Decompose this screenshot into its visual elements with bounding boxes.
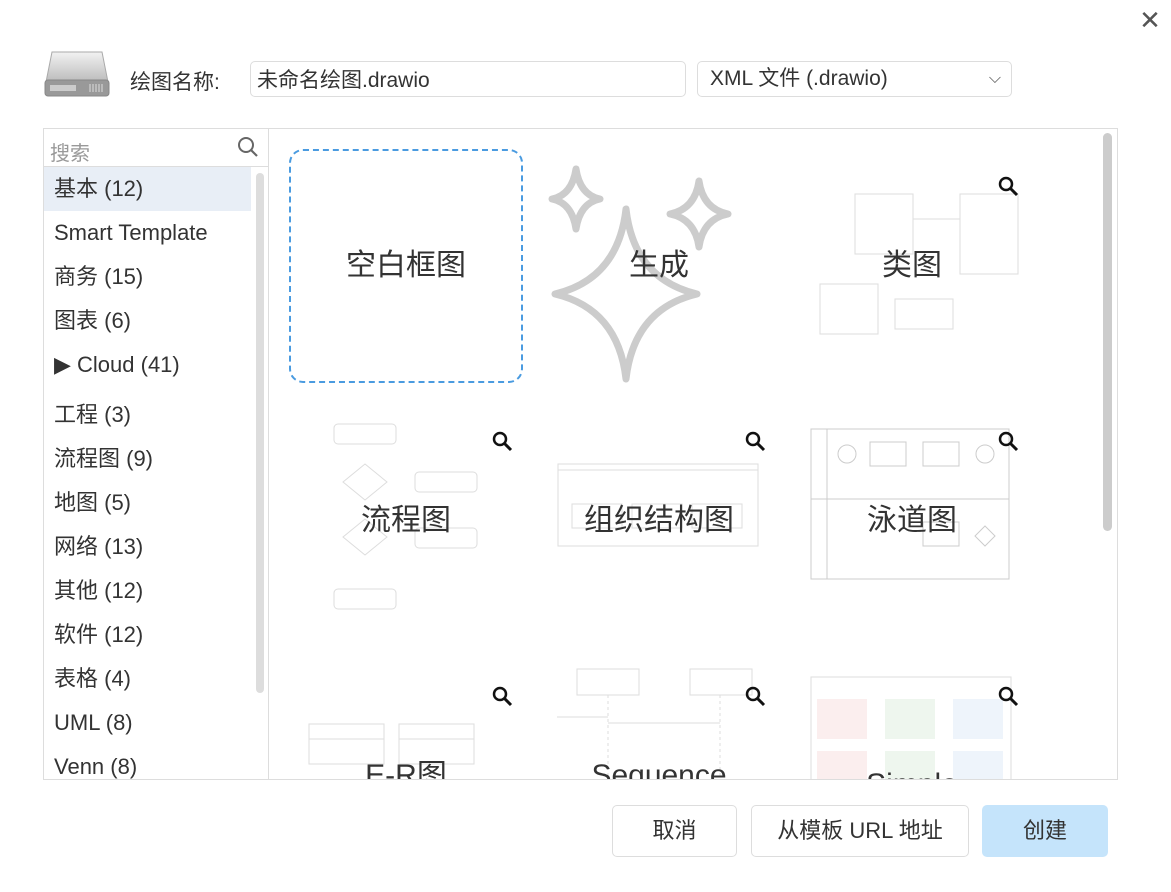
template-kanban[interactable]: Simple Kanban [795,659,1029,779]
template-thumbnail [557,463,759,547]
category-item[interactable]: Venn (8) [54,754,138,779]
zoom-preview-icon[interactable] [744,430,768,454]
template-label: Simple Kanban [837,766,987,779]
template-thumbnail [810,428,1010,580]
template-thumbnail [308,723,475,765]
template-thumbnail [810,676,1012,779]
from-template-url-button[interactable]: 从模板 URL 地址 [751,805,969,857]
grid-scrollbar[interactable] [1103,133,1112,531]
template-label: 空白框图 [346,249,466,282]
category-item[interactable]: 基本 (12) [44,167,251,211]
cancel-button[interactable]: 取消 [612,805,737,857]
category-item[interactable]: 流程图 (9) [54,446,154,471]
category-item[interactable]: 商务 (15) [54,264,144,289]
file-type-select[interactable]: XML 文件 (.drawio) ⌵ [697,61,1012,97]
template-thumbnail [333,423,478,610]
template-label: 类图 [882,249,942,282]
category-item[interactable]: UML (8) [54,710,133,735]
template-er[interactable]: E-R图 [289,659,523,780]
zoom-preview-icon[interactable] [997,685,1021,709]
category-sidebar: 搜索 基本 (12) Smart Template 商务 (15) 图表 (6) ▶ C… [43,128,269,780]
category-item[interactable]: 网络 (13) [54,534,144,559]
search-placeholder: 搜索 [50,143,90,165]
zoom-preview-icon[interactable] [997,175,1021,199]
zoom-preview-icon[interactable] [491,430,515,454]
search-input[interactable]: 搜索 [44,129,268,167]
template-thumbnail [819,193,1019,335]
template-orgchart[interactable]: 组织结构图 [542,404,776,638]
create-button[interactable]: 创建 [982,805,1108,857]
template-label: 生成 [629,249,689,282]
template-label: Sequence [591,759,727,780]
template-label: 泳道图 [867,504,957,537]
template-blank[interactable]: 空白框图 [289,149,523,383]
category-item[interactable]: 其他 (12) [54,578,144,603]
category-item[interactable]: 表格 (4) [54,666,132,691]
template-label: 组织结构图 [584,504,734,537]
template-thumbnail [557,668,753,779]
drawing-name-input[interactable] [250,61,686,97]
file-type-value: XML 文件 (.drawio) [710,67,888,90]
template-label: E-R图 [365,759,447,780]
category-item[interactable]: Smart Template [54,220,208,245]
category-item[interactable]: 地图 (5) [54,490,132,515]
template-class[interactable]: 类图 [795,149,1029,383]
template-sequence[interactable]: Sequence [542,659,776,780]
template-thumbnail [548,165,732,383]
close-icon[interactable]: ✕ [1139,5,1161,35]
zoom-preview-icon[interactable] [997,430,1021,454]
template-swimlane[interactable]: 泳道图 [795,404,1029,638]
sidebar-scrollbar[interactable] [256,173,264,693]
zoom-preview-icon[interactable] [491,685,515,709]
template-flowchart[interactable]: 流程图 [289,404,523,638]
category-item[interactable]: 工程 (3) [54,402,132,427]
search-icon[interactable] [236,135,260,159]
zoom-preview-icon[interactable] [744,685,768,709]
category-item[interactable]: 软件 (12) [54,622,144,647]
category-item[interactable]: ▶ Cloud (41) [54,352,180,377]
chevron-down-icon: ⌵ [988,70,1001,87]
category-item[interactable]: 图表 (6) [54,308,132,333]
template-generate[interactable]: 生成 [542,149,776,383]
drawing-name-label: 绘图名称: [130,71,220,94]
template-label: 流程图 [361,504,451,537]
drive-icon [44,51,110,97]
